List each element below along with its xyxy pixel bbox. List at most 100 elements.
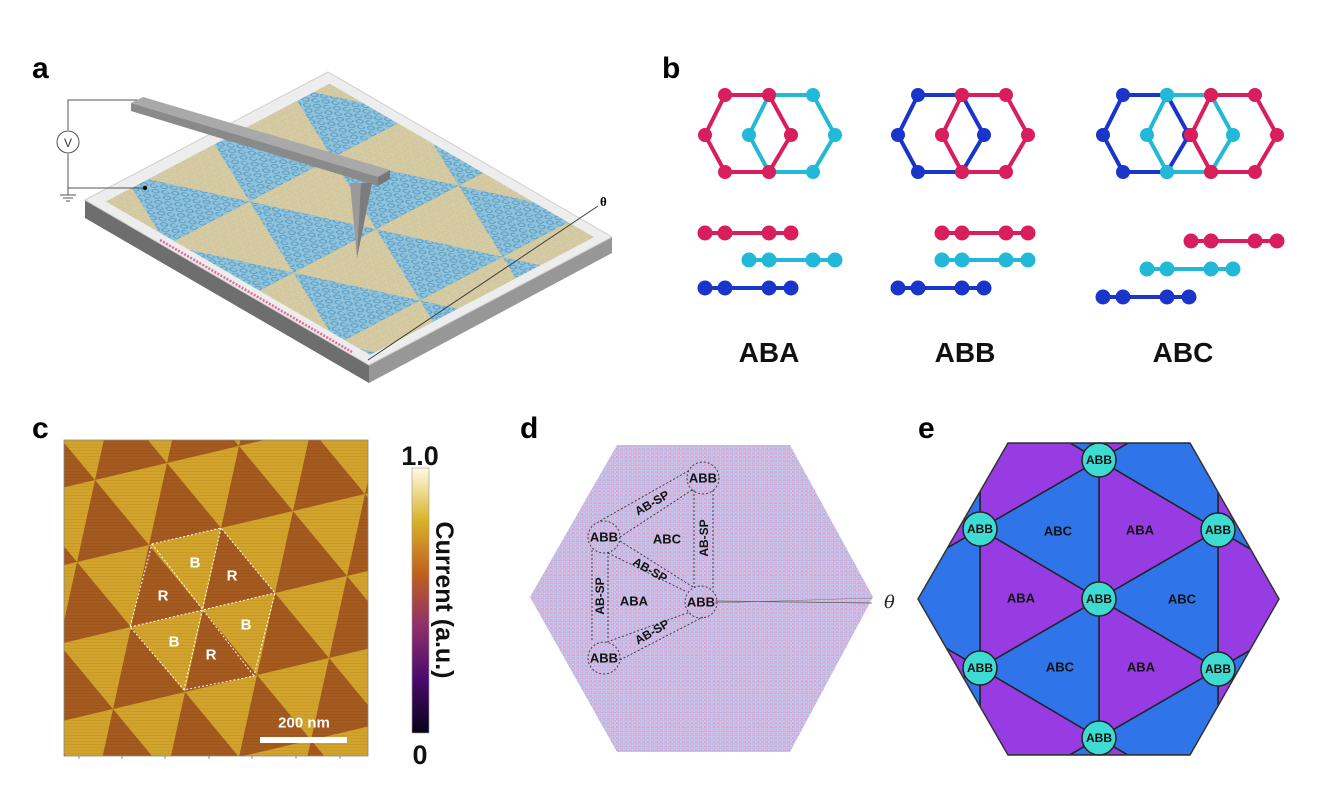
atom — [1140, 128, 1154, 142]
region-label-aba: ABA — [1007, 591, 1036, 606]
atom — [998, 252, 1014, 268]
atom — [1115, 289, 1131, 305]
stacking-domain-b — [1097, 528, 1219, 671]
atom — [1160, 165, 1174, 179]
abb-node — [1200, 651, 1236, 687]
moire-domain-a — [230, 100, 333, 158]
atom — [934, 252, 950, 268]
scale-bar-label: 200 nm — [278, 715, 330, 732]
twist-axis-line — [714, 600, 873, 604]
atom — [717, 225, 733, 241]
region-label-aba: ABA — [620, 594, 649, 609]
atom — [741, 252, 757, 268]
panel-label-b: b — [662, 52, 680, 85]
atom — [783, 280, 799, 296]
colorbar-max: 1.0 — [401, 441, 439, 471]
atom — [999, 88, 1013, 102]
region-label-abc: ABC — [653, 532, 682, 547]
region-label-abc: ABC — [1044, 524, 1073, 539]
atom — [718, 165, 732, 179]
colorbar — [411, 467, 430, 734]
stacking-label-abc: ABC — [1153, 337, 1214, 368]
atom — [1248, 165, 1262, 179]
atom — [1183, 233, 1199, 249]
domain-wall-label: AB-SP — [593, 577, 607, 614]
atom — [1181, 289, 1197, 305]
atom — [1204, 88, 1218, 102]
region-label: B — [169, 634, 180, 651]
atom — [1204, 165, 1218, 179]
atom — [1247, 233, 1263, 249]
moire-domains — [106, 83, 594, 353]
moire-domain-a — [174, 201, 294, 273]
atom — [828, 128, 842, 142]
atom — [783, 225, 799, 241]
atom — [762, 165, 776, 179]
abb-label: ABB — [1205, 523, 1231, 537]
moire-domain-a — [458, 172, 534, 202]
moire-domain-a — [313, 83, 363, 103]
atom — [805, 252, 821, 268]
atom — [954, 280, 970, 296]
colorbar-label: Current (a.u.) — [430, 522, 458, 679]
abb-top-pink-layer — [935, 88, 1035, 179]
atom — [762, 88, 776, 102]
atom — [1116, 165, 1130, 179]
moire-domain-a — [106, 187, 160, 233]
atom — [976, 280, 992, 296]
atom — [999, 165, 1013, 179]
stacking-label-abb: ABB — [935, 337, 996, 368]
abc-side-layer-3 — [1095, 289, 1197, 305]
afm-frame — [63, 439, 369, 757]
stacking-domain-b — [978, 458, 1100, 601]
region-label: R — [206, 647, 217, 664]
atom — [1226, 128, 1240, 142]
twist-axis-line-2 — [714, 597, 873, 604]
abb-label: ABB — [967, 522, 993, 536]
graphene-layer — [106, 83, 594, 355]
atom — [761, 225, 777, 241]
atom — [1159, 261, 1175, 277]
domain-wall-label: AB-SP — [697, 519, 711, 556]
twist-angle-label: θ — [884, 592, 895, 613]
stacking-label-aba: ABA — [739, 337, 800, 368]
aba-side-layer-1 — [697, 225, 799, 241]
atom — [742, 128, 756, 142]
moire-domain-a — [148, 144, 250, 202]
moire-domain-a — [376, 185, 503, 257]
twist-angle-label: θ — [600, 194, 607, 209]
aba-side-layer-2 — [741, 252, 843, 268]
atom — [934, 225, 950, 241]
panel-label-c: c — [32, 412, 49, 445]
atom — [806, 165, 820, 179]
atom — [697, 280, 713, 296]
atom — [1020, 225, 1036, 241]
afm-cantilever — [131, 97, 390, 258]
abb-side-layer-3 — [890, 280, 992, 296]
panel-c-afm-map: B R R B B R 200 nm 1.0 0 Current (a.u.) — [63, 439, 458, 770]
atom — [698, 128, 712, 142]
atom — [717, 280, 733, 296]
stacking-domain-b — [978, 597, 1100, 740]
atom — [1096, 128, 1110, 142]
region-label: B — [241, 617, 252, 634]
moire-domain-a — [293, 229, 420, 301]
region-label: R — [158, 588, 169, 605]
substrate-front-right-face — [369, 237, 612, 383]
atom — [1159, 289, 1175, 305]
atom — [955, 88, 969, 102]
domain-outline-spokes — [129, 527, 276, 691]
panel-label-e: e — [918, 412, 935, 445]
region-label-abc: ABC — [1046, 660, 1075, 675]
panel-label-a: a — [32, 52, 49, 85]
atom — [1269, 233, 1285, 249]
atom — [1021, 128, 1035, 142]
atom — [910, 280, 926, 296]
abb-node — [962, 650, 998, 686]
abb-node — [1200, 512, 1236, 548]
atom — [911, 88, 925, 102]
atom — [1203, 233, 1219, 249]
atom — [697, 225, 713, 241]
